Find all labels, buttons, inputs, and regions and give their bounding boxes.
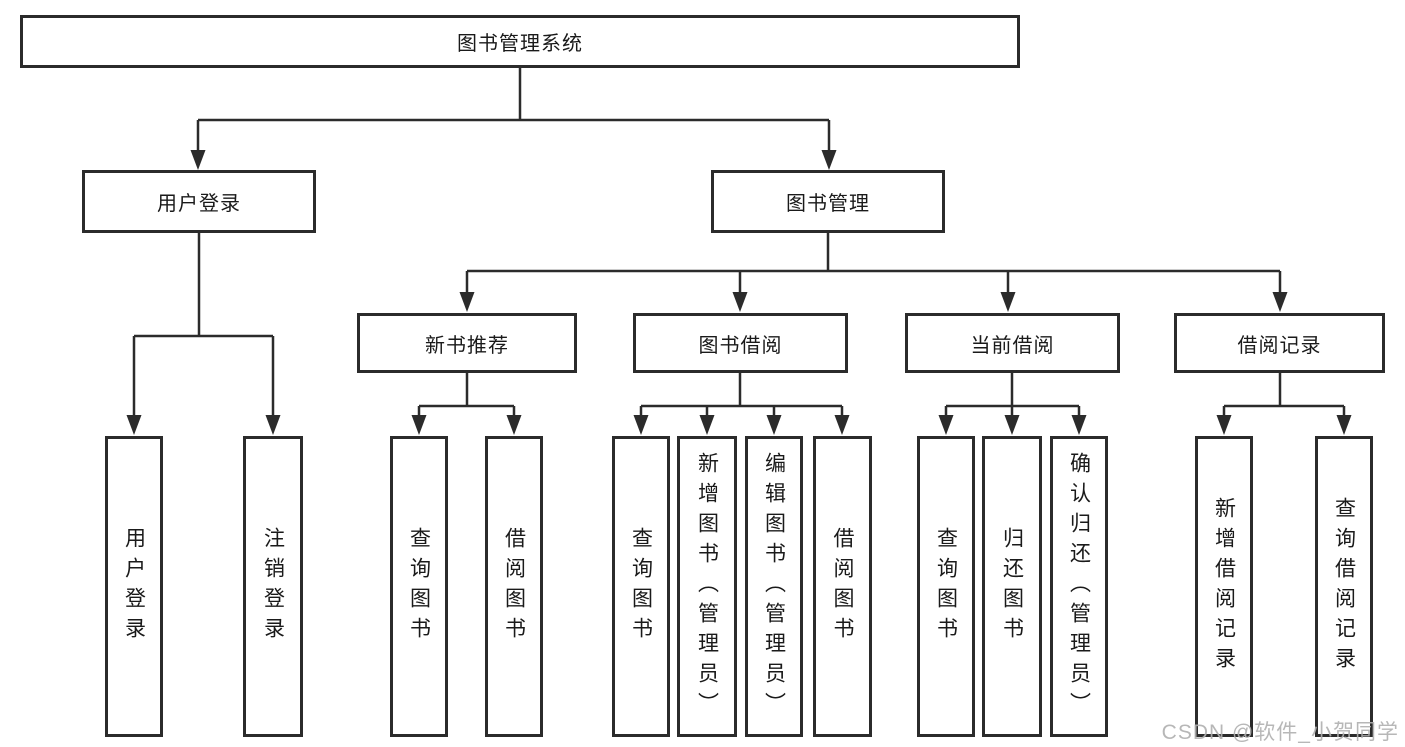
- leaf-recommend-borrow-book: 借阅图书: [485, 436, 543, 737]
- node-label: 编辑图书（管理员）: [762, 451, 786, 722]
- node-borrow-record: 借阅记录: [1174, 313, 1385, 373]
- leaf-borrow-borrow-book: 借阅图书: [813, 436, 872, 737]
- node-label: 查询图书: [934, 526, 958, 647]
- leaf-user-login: 用户登录: [105, 436, 163, 737]
- leaf-borrow-add-book-admin: 新增图书（管理员）: [677, 436, 737, 737]
- node-book-management: 图书管理: [711, 170, 945, 233]
- leaf-borrow-edit-book-admin: 编辑图书（管理员）: [745, 436, 803, 737]
- leaf-borrow-query-book: 查询图书: [612, 436, 670, 737]
- tree-edges: [132, 68, 1346, 417]
- node-book-borrow: 图书借阅: [633, 313, 848, 373]
- leaf-record-add: 新增借阅记录: [1195, 436, 1253, 737]
- node-label: 查询图书: [407, 526, 431, 647]
- node-label: 归还图书: [1000, 526, 1024, 647]
- node-label: 注销登录: [261, 526, 285, 647]
- arrowheads: [126, 150, 1352, 435]
- leaf-current-query-book: 查询图书: [917, 436, 975, 737]
- node-label: 图书管理系统: [457, 33, 583, 55]
- node-label: 新书推荐: [425, 334, 509, 357]
- node-label: 用户登录: [157, 193, 241, 215]
- leaf-record-query: 查询借阅记录: [1315, 436, 1373, 737]
- node-label: 用户登录: [122, 526, 146, 647]
- node-label: 借阅图书: [502, 526, 526, 647]
- node-current-borrow: 当前借阅: [905, 313, 1120, 373]
- node-library-management-system: 图书管理系统: [20, 15, 1020, 68]
- node-label: 新增借阅记录: [1212, 496, 1236, 677]
- node-label: 图书借阅: [698, 334, 783, 357]
- node-label: 借阅记录: [1237, 334, 1322, 357]
- leaf-current-confirm-return-admin: 确认归还（管理员）: [1050, 436, 1108, 737]
- node-label: 确认归还（管理员）: [1067, 451, 1091, 722]
- node-label: 新增图书（管理员）: [695, 451, 719, 722]
- node-label: 借阅图书: [831, 526, 854, 647]
- csdn-watermark: CSDN @软件_小贺同学: [1161, 721, 1399, 744]
- node-user-login: 用户登录: [82, 170, 316, 233]
- leaf-recommend-query-book: 查询图书: [390, 436, 448, 737]
- node-label: 图书管理: [786, 193, 870, 215]
- leaf-current-return-book: 归还图书: [982, 436, 1042, 737]
- leaf-logout: 注销登录: [243, 436, 303, 737]
- node-label: 查询图书: [629, 526, 653, 647]
- node-label: 查询借阅记录: [1332, 496, 1356, 677]
- node-label: 当前借阅: [970, 334, 1055, 357]
- node-new-book-recommend: 新书推荐: [357, 313, 577, 373]
